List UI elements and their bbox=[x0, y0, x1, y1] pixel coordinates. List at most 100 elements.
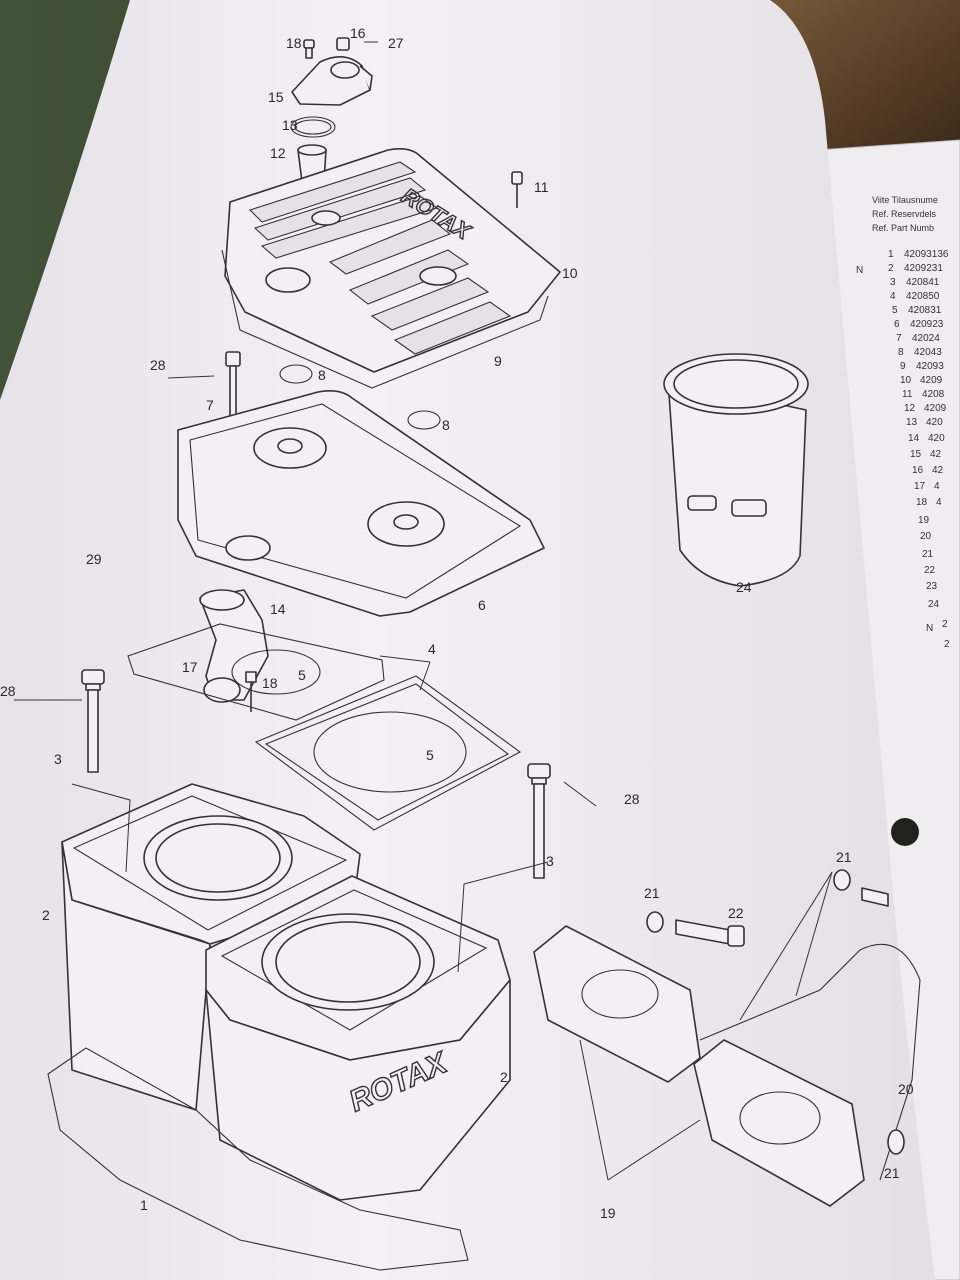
binder-hole bbox=[891, 818, 919, 846]
flag-n-top: N bbox=[856, 265, 864, 276]
row-ref: 2 bbox=[888, 263, 894, 274]
callout-8a: 8 bbox=[318, 367, 326, 383]
callout-21a: 21 bbox=[644, 885, 660, 901]
callout-7: 7 bbox=[206, 397, 214, 413]
row-part: 4209231 bbox=[904, 263, 943, 274]
callout-8b: 8 bbox=[442, 417, 450, 433]
row-part: 420 bbox=[928, 433, 945, 444]
row-ref: 19 bbox=[918, 515, 930, 526]
row-part: 4208 bbox=[922, 389, 945, 400]
row-ref: 23 bbox=[926, 581, 938, 592]
callout-13: 13 bbox=[282, 117, 298, 133]
callout-17: 17 bbox=[182, 659, 198, 675]
thermostat-housing bbox=[291, 56, 373, 106]
row-ref: 7 bbox=[896, 333, 902, 344]
screw-18 bbox=[303, 39, 315, 59]
row-part: 42093 bbox=[916, 361, 944, 372]
callout-5b: 5 bbox=[426, 747, 434, 763]
row-ref: 11 bbox=[902, 389, 913, 400]
bolt-22 bbox=[675, 919, 745, 947]
callout-15: 15 bbox=[268, 89, 284, 105]
o-ring-5b bbox=[313, 711, 467, 793]
row-ref: 20 bbox=[920, 531, 932, 542]
row-part: 4 bbox=[934, 481, 940, 492]
o-ring-8b bbox=[407, 410, 441, 430]
callout-20: 20 bbox=[898, 1081, 914, 1097]
bolt-3a bbox=[81, 669, 105, 773]
header-line-3: Ref. Part Numb bbox=[872, 223, 935, 233]
row-ref: 14 bbox=[908, 433, 920, 444]
washer-21a bbox=[646, 911, 664, 933]
cylinder-liner-24 bbox=[663, 353, 809, 587]
callout-3-right: 3 bbox=[546, 853, 554, 869]
callout-24: 24 bbox=[736, 579, 752, 595]
row-part: 42 bbox=[932, 465, 944, 476]
exhaust-flange-19b bbox=[693, 1039, 865, 1207]
leader-lines bbox=[14, 41, 833, 1181]
callout-28-left: 28 bbox=[0, 683, 16, 699]
head-gasket-4a bbox=[127, 623, 385, 721]
row-ref: 2 bbox=[944, 639, 950, 650]
callout-21b: 21 bbox=[836, 849, 852, 865]
row-part: 420 bbox=[926, 417, 943, 428]
cover-gasket-9 bbox=[221, 249, 549, 389]
row-ref: 6 bbox=[894, 319, 900, 330]
row-ref: 8 bbox=[898, 347, 904, 358]
row-ref: 15 bbox=[910, 449, 922, 460]
row-ref: 9 bbox=[900, 361, 906, 372]
row-part: 42093136 bbox=[904, 249, 949, 260]
row-part: 420850 bbox=[906, 291, 940, 302]
callout-19: 19 bbox=[600, 1205, 616, 1221]
row-ref: 1 bbox=[888, 249, 894, 260]
head-gasket-4b-inner bbox=[264, 683, 510, 821]
callout-2-front: 2 bbox=[500, 1069, 508, 1085]
row-part: 420923 bbox=[910, 319, 944, 330]
cylinder-2-front: ROTAX bbox=[205, 875, 511, 1201]
row-part: 42 bbox=[930, 449, 942, 460]
callout-6: 6 bbox=[478, 597, 486, 613]
row-ref: 16 bbox=[912, 465, 924, 476]
row-part: 420831 bbox=[908, 305, 942, 316]
callout-28-right: 28 bbox=[624, 791, 640, 807]
callout-5a: 5 bbox=[298, 667, 306, 683]
bushing-16 bbox=[336, 37, 350, 51]
screw-11 bbox=[511, 171, 523, 208]
row-part: 42024 bbox=[912, 333, 940, 344]
row-part: 4209 bbox=[920, 375, 943, 386]
row-ref: 17 bbox=[914, 481, 926, 492]
callout-27: 27 bbox=[388, 35, 404, 51]
callout-10: 10 bbox=[562, 265, 578, 281]
o-ring-13 bbox=[290, 116, 336, 138]
callout-16: 16 bbox=[350, 25, 366, 41]
callout-12: 12 bbox=[270, 145, 286, 161]
o-ring-5a bbox=[231, 649, 321, 695]
row-ref: 5 bbox=[892, 305, 898, 316]
washer-21b bbox=[833, 869, 851, 891]
callout-22: 22 bbox=[728, 905, 744, 921]
callout-29: 29 bbox=[86, 551, 102, 567]
row-ref: 22 bbox=[924, 565, 936, 576]
callout-18-bottom: 18 bbox=[262, 675, 278, 691]
bolt-22b bbox=[861, 887, 889, 907]
row-ref: 24 bbox=[928, 599, 940, 610]
callout-2-back: 2 bbox=[42, 907, 50, 923]
head-gasket-4b bbox=[254, 675, 522, 831]
washer-21c bbox=[887, 1129, 905, 1155]
row-ref: 10 bbox=[900, 375, 912, 386]
callout-14: 14 bbox=[270, 601, 286, 617]
callout-21c: 21 bbox=[884, 1165, 900, 1181]
row-part: 42043 bbox=[914, 347, 942, 358]
callout-1: 1 bbox=[140, 1197, 148, 1213]
head-cover-10: ROTAX bbox=[224, 148, 561, 373]
callout-9: 9 bbox=[494, 353, 502, 369]
row-ref: 18 bbox=[916, 497, 928, 508]
cylinder-2-back bbox=[61, 783, 361, 1111]
callout-4: 4 bbox=[428, 641, 436, 657]
callout-28-top: 28 bbox=[150, 357, 166, 373]
row-part: 4209 bbox=[924, 403, 947, 414]
row-ref: 4 bbox=[890, 291, 896, 302]
bolt-3b bbox=[527, 763, 551, 879]
row-ref: 13 bbox=[906, 417, 918, 428]
row-ref: 12 bbox=[904, 403, 916, 414]
cylinder-head-6 bbox=[177, 390, 545, 617]
